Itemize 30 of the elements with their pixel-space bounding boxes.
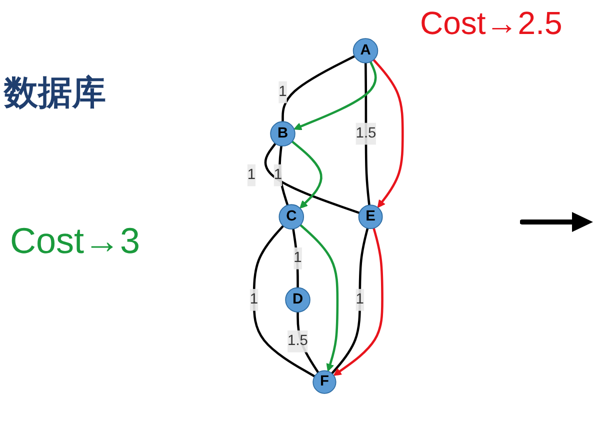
edge-label: 1.5 [356,126,376,142]
connector [296,312,320,374]
connector [292,228,299,288]
edge-label: 1 [294,250,302,266]
connector [278,146,289,206]
edge-label: 1 [274,167,282,183]
connector [252,225,316,378]
edge-label: 1.5 [288,333,308,349]
node-circle: D [285,287,310,312]
node-circle: E [358,204,383,230]
node-circle: B [270,121,296,146]
connector [264,142,360,214]
node-circle: C [278,204,304,230]
cost-label: Cost→2.5 [420,5,562,42]
arrow [372,59,404,208]
arrow [291,140,322,209]
edge-label: 1 [278,84,287,100]
connector [331,228,369,374]
node-circle: F [312,370,336,394]
arrow [333,228,384,376]
node-circle: A [352,38,378,64]
edge-label: 1 [356,292,364,308]
connector [364,62,370,206]
arrow [294,61,377,130]
connector [282,55,356,122]
edge-label: 1 [247,167,256,183]
arrow [300,224,339,372]
cost-label: Cost→3 [10,220,140,262]
heading: 数据库 [4,73,106,114]
edge-label: 1 [250,292,258,308]
